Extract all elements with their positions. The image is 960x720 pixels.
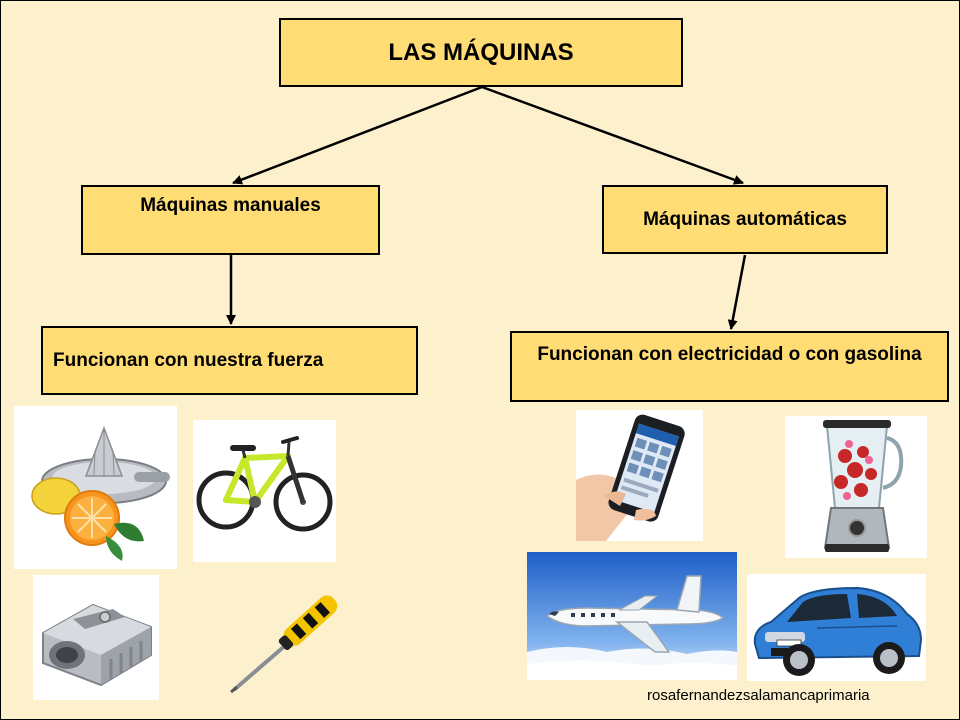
automatic-description-text: Funcionan con electricidad o con gasolin… — [537, 344, 922, 365]
bicycle-icon — [193, 420, 336, 562]
manual-description-box: Funcionan con nuestra fuerza — [41, 326, 418, 395]
blender-icon — [785, 416, 927, 558]
author-credit: rosafernandezsalamancaprimaria — [647, 687, 870, 704]
car-icon — [747, 574, 926, 681]
screwdriver-icon — [207, 582, 352, 705]
lemon-squeezer-icon — [14, 406, 177, 569]
automatic-machines-label: Máquinas automáticas — [643, 209, 847, 230]
manual-description-text: Funcionan con nuestra fuerza — [53, 350, 324, 371]
arrow-title-to-automatic — [481, 85, 744, 185]
arrow-title-to-manual — [232, 85, 483, 185]
automatic-machines-box: Máquinas automáticas — [602, 185, 888, 254]
airplane-icon — [527, 552, 737, 680]
pencil-sharpener-icon — [33, 575, 159, 700]
manual-machines-label: Máquinas manuales — [140, 195, 321, 216]
title-box: LAS MÁQUINAS — [279, 18, 683, 87]
smartphone-icon — [576, 410, 703, 541]
manual-machines-box: Máquinas manuales — [81, 185, 380, 255]
automatic-description-box: Funcionan con electricidad o con gasolin… — [510, 331, 949, 402]
title-text: LAS MÁQUINAS — [388, 39, 574, 66]
arrow-automatic-to-power — [727, 254, 747, 330]
